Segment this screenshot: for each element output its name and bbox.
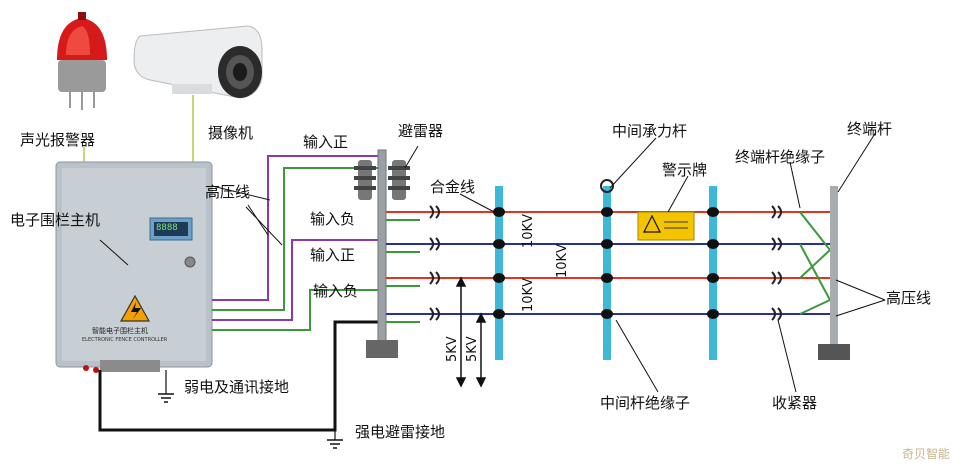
alarm-label: 声光报警器 [20,131,96,149]
device-panel-sub: ELECTRONIC FENCE CONTROLLER [82,337,168,343]
input-pos-2-label: 输入正 [310,246,356,264]
end-loops [386,211,831,323]
strong-ground-label: 强电避雷接地 [355,423,446,441]
hv-line-right-label: 高压线 [886,289,932,307]
voltage-label-4: 5KV [445,336,460,362]
end-post-label: 终端杆 [847,120,893,138]
lightning-arrester-label: 避雷器 [398,122,444,140]
camera-icon [133,25,263,99]
weak-ground-label: 弱电及通讯接地 [184,378,290,396]
middle-insulator-label: 中间杆绝缘子 [600,394,691,412]
middle-post-label: 中间承力杆 [612,122,688,140]
tensioner-label: 收紧器 [772,394,818,412]
tensioners [429,205,782,321]
voltage-label-2: 10KV [555,244,570,278]
lightning-arrester-icon [354,149,410,358]
end-insulator-label: 终端杆绝缘子 [735,148,826,166]
insulators [493,207,719,319]
alarm-light-icon [57,12,107,110]
leader-lines [99,131,886,393]
input-neg-1-label: 输入负 [310,210,356,228]
device-display: 8888 [156,223,178,233]
warning-sign-icon [637,211,695,241]
voltage-arrows [455,276,487,388]
voltage-label-1: 10KV [521,214,536,248]
alloy-wire-label: 合金线 [430,178,476,196]
ground-symbol-weak [158,393,174,403]
main-unit-label: 电子围栏主机 [10,211,101,229]
hv-line-left-label: 高压线 [205,183,251,201]
watermark: 奇贝智能 [902,447,951,461]
hv-wires-left [212,155,380,331]
main-unit-box [55,161,213,373]
device-panel-text: 智能电子围栏主机 [92,327,148,335]
input-pos-1-label: 输入正 [303,133,349,151]
voltage-label-3: 10KV [521,278,536,312]
warning-sign-label: 警示牌 [662,161,708,179]
input-neg-2-label: 输入负 [313,282,359,300]
camera-label: 摄像机 [208,124,254,142]
ground-symbol-strong [327,439,343,449]
warning-triangle-icon [119,294,151,322]
voltage-label-5: 5KV [465,336,480,362]
end-post [818,186,850,360]
